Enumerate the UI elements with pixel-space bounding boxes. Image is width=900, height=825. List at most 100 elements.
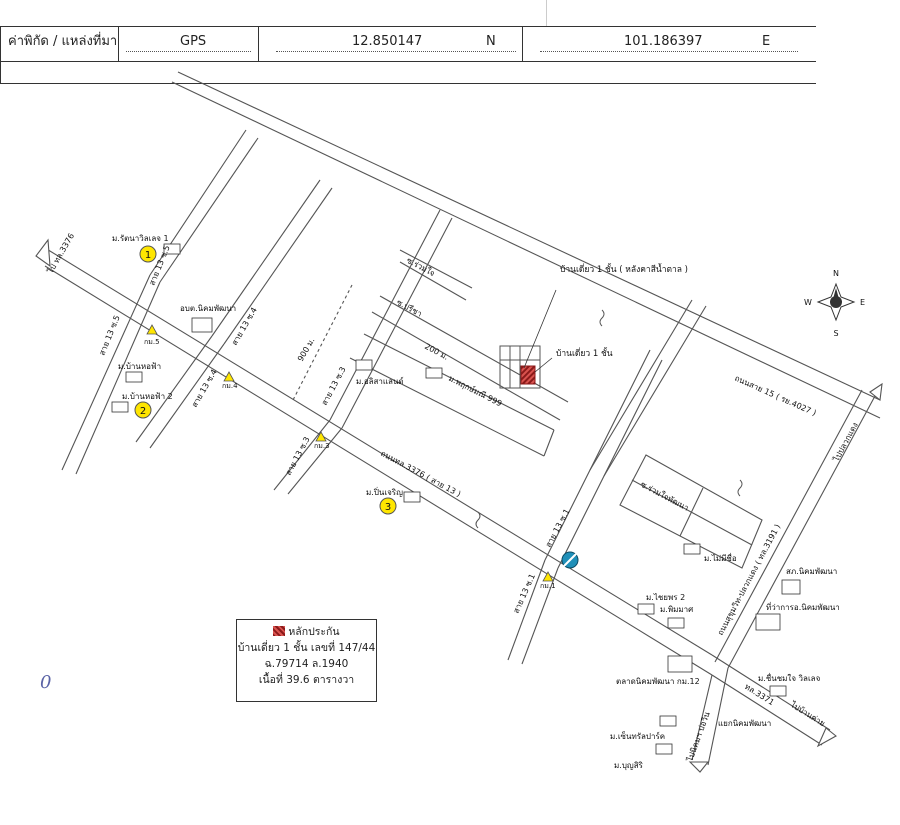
soi-edge [211, 179, 321, 337]
collateral-house [499, 289, 557, 389]
divider [118, 27, 119, 61]
soi-ruamjai-edge [399, 261, 467, 301]
latitude-value: 12.850147 [352, 34, 423, 49]
soi-edge [287, 427, 343, 495]
legend-title-row: หลักประกัน [237, 624, 376, 640]
label-distance-200: 200 ม. [423, 342, 450, 362]
label-to-3376: ไป ทล.3376 [45, 232, 76, 276]
coord-label: ค่าพิกัด / แหล่งที่มา [8, 34, 118, 49]
soi-edge [135, 335, 213, 443]
marker-3 [379, 497, 397, 515]
building-icons [111, 243, 801, 755]
callout-labels: บ้านเดี่ยว 1 ชั้น ( หลังคาสีน้ำตาล ) บ้า… [556, 263, 688, 359]
label-district-office: ที่ว่าการอ.นิคมพัฒนา [766, 601, 840, 612]
label-intersection: แยกนิคมพัฒนา [718, 719, 771, 728]
compass-w: W [804, 298, 812, 307]
label-centralpark: ม.เซ็นทรัลปาร์ค [610, 731, 665, 741]
latitude-dir: N [486, 34, 496, 49]
label-banhomfa2: ม.บ้านหอฟ้า 2 [122, 392, 173, 401]
block-divider [631, 479, 753, 546]
legend-line-1: บ้านเดี่ยว 1 ชั้น เลขที่ 147/44 [237, 642, 376, 654]
break-mark [599, 309, 605, 327]
soi-edge [544, 349, 651, 561]
building-icon [637, 603, 655, 615]
label-to-nikhom-north: ไปนิคมฯ บ่อวิน [685, 710, 712, 763]
building-icon [667, 617, 685, 629]
building-icon [425, 367, 443, 379]
arrow-bankhai [816, 727, 837, 748]
compass-icon [816, 282, 856, 322]
block-edge [349, 357, 545, 457]
market-icon [667, 655, 693, 673]
km4-icon [223, 371, 235, 382]
callout-house-brown: บ้านเดี่ยว 1 ชั้น ( หลังคาสีน้ำตาล ) [560, 263, 688, 275]
label-chuenchomjai: ม.ชื่นชมใจ วิลเลจ [758, 672, 821, 683]
office-icon [191, 317, 213, 333]
coordinate-row: ค่าพิกัด / แหล่งที่มา GPS 12.850147 N 10… [0, 27, 816, 62]
soi-pricha-edge [371, 311, 561, 421]
compass-n: N [833, 269, 839, 278]
break-mark [737, 479, 743, 497]
building-icon [403, 491, 421, 503]
road-15-edge [171, 81, 881, 419]
compass-e: E [860, 298, 865, 307]
km1-icon [542, 571, 554, 582]
arrow-south [688, 761, 710, 773]
soi-edge [521, 567, 559, 665]
label-soi-ruamjai-phatthana: ซ.ร่วมใจพัฒนา [639, 480, 690, 513]
soi-edge [273, 419, 331, 491]
road-3376-edge [44, 247, 713, 656]
label-chaiyaporn2: ม.ไชยพร 2 [646, 593, 685, 602]
label-soi-13-1: สาย 13 ซ.1 [544, 507, 572, 549]
label-arisaland: ม.อลิสาแลนด์ [356, 376, 404, 386]
label-km1: กม.1 [540, 582, 556, 590]
soi-edge [329, 209, 441, 421]
legend-title: หลักประกัน [288, 626, 340, 638]
building-icon [769, 685, 787, 697]
longitude-value: 101.186397 [624, 34, 703, 49]
coordinate-table: ค่าพิกัด / แหล่งที่มา GPS 12.850147 N 10… [0, 26, 816, 84]
label-km4: กม.4 [222, 382, 238, 390]
label-pinjaroen: ม.ปิ่นเจริญ [366, 486, 403, 497]
km-markers [146, 324, 554, 582]
label-soi-13-4b: สาย 13 ซ.4 [190, 368, 219, 409]
divider [258, 27, 259, 61]
road-labels: ไป ทล.3376 สาย 13 ซ.5 สาย 13 ซ.5 สาย 13 … [45, 232, 859, 764]
break-marks [475, 309, 743, 529]
building-icon [355, 359, 373, 371]
km5-icon [146, 324, 158, 335]
marker-1-label: 1 [145, 250, 151, 261]
numbered-markers: 1 2 3 [134, 245, 397, 515]
soi-edge [507, 559, 546, 661]
government-icon [755, 613, 781, 631]
arrow-pluakdaeng [869, 382, 883, 402]
label-to-bankhai: ไปบ้านค่าย [788, 700, 826, 729]
building-icon [683, 543, 701, 555]
road-3371-edge [711, 674, 823, 746]
compass-s: S [833, 329, 838, 338]
building-icon [163, 243, 181, 255]
callout-house: บ้านเดี่ยว 1 ชั้น [556, 347, 613, 359]
dotted-line [540, 51, 798, 52]
coord-source: GPS [180, 34, 207, 49]
gas-station-icon [561, 551, 579, 569]
km-labels: กม.5 กม.4 กม.3 กม.1 [144, 338, 556, 590]
label-distance-900: 900 ม. [296, 336, 317, 363]
collateral-swatch-icon [273, 626, 286, 636]
collateral-legend: หลักประกัน บ้านเดี่ยว 1 ชั้น เลขที่ 147/… [236, 619, 377, 702]
label-police: สภ.นิคมพัฒนา [786, 567, 837, 576]
km3-icon [315, 431, 327, 442]
label-maimeechue: ม.ไม่มีชื่อ [704, 552, 737, 563]
label-soi-13-5b: สาย 13 ซ.5 [98, 314, 122, 357]
road-3191-edge [727, 395, 876, 669]
label-soi-13-3: สาย 13 ซ.3 [320, 365, 348, 407]
block-edge [363, 333, 555, 431]
dotted-line [276, 51, 516, 52]
road-3191-edge [714, 389, 863, 663]
police-icon [781, 579, 801, 595]
marker-2 [134, 401, 152, 419]
dotted-line [126, 51, 251, 52]
label-km5: กม.5 [144, 338, 160, 346]
callout-leader [534, 357, 553, 373]
